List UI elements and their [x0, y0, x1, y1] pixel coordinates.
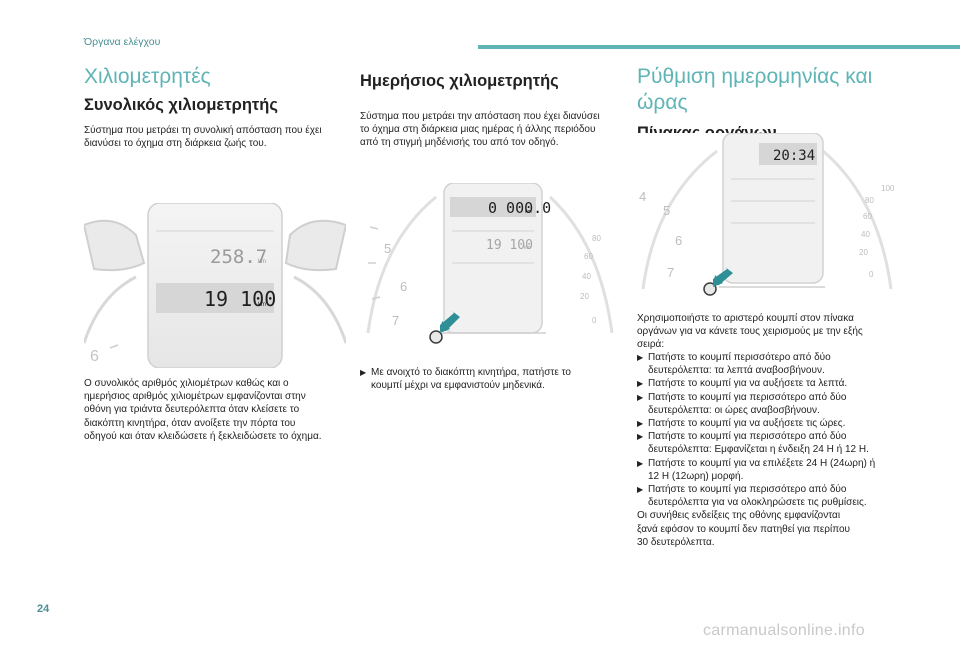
total-unit: km — [258, 302, 266, 308]
gauge-tick-0b: 0 — [869, 270, 874, 279]
dashboard-illustration-total: 258.7 km 19 100 km 6 — [84, 203, 346, 368]
dashboard-illustration-trip: 0 000.0 km 19 100 km 5 6 7 80 60 40 20 0 — [360, 183, 622, 348]
page-title-odometers: Χιλιομετρητές — [84, 65, 211, 88]
reset-button — [429, 330, 443, 344]
gauge-number: 6 — [90, 348, 99, 365]
trip-total-readout: 19 100 — [486, 238, 533, 253]
page-number: 24 — [37, 603, 50, 615]
trip-zero-unit: km — [525, 209, 532, 215]
gauge-tick-100: 100 — [881, 184, 895, 193]
gauge-tick-40b: 40 — [861, 230, 870, 239]
bullet-arrow-icon: ▶ — [637, 485, 644, 495]
clock-readout: 20:34 — [773, 148, 815, 164]
trip-odometer-intro: Σύστημα που μετράει την απόσταση που έχε… — [360, 111, 600, 149]
list-item: ▶Πατήστε το κουμπί για περισσότερο από δ… — [637, 391, 847, 416]
trip-total-unit: km — [524, 245, 531, 251]
gauge-tick-20: 20 — [580, 292, 589, 301]
section-label: Όργανα ελέγχου — [84, 36, 161, 48]
gauge-tick-7: 7 — [392, 313, 399, 328]
list-item: ▶Πατήστε το κουμπί για περισσότερο από δ… — [637, 431, 869, 456]
bullet-arrow-icon: ▶ — [637, 379, 644, 389]
gauge-tick-6b: 6 — [675, 233, 682, 248]
gauge-tick-5b: 5 — [663, 203, 670, 218]
dashboard-illustration-clock: 20:34 4 5 6 7 100 80 60 40 20 0 — [637, 133, 899, 298]
gauge-tick-6: 6 — [400, 279, 407, 294]
gauge-tick-7b: 7 — [667, 265, 674, 280]
gauge-tick-80b: 80 — [865, 196, 874, 205]
total-readout: 19 100 — [204, 287, 276, 311]
bullet-arrow-icon: ▶ — [637, 353, 644, 362]
bullet-arrow-icon: ▶ — [637, 458, 644, 468]
subtitle-total-odometer: Συνολικός χιλιομετρητής — [84, 96, 278, 114]
gauge-tick-60b: 60 — [863, 212, 872, 221]
bullet-arrow-icon: ▶ — [637, 392, 644, 402]
subtitle-trip-odometer: Ημερήσιος χιλιομετρητής — [360, 72, 559, 90]
column-odometers: Χιλιομετρητές Συνολικός χιλιομετρητής Σύ… — [84, 64, 346, 150]
press-arrow-head — [440, 321, 450, 333]
trip-unit: km — [258, 259, 266, 265]
header-bar — [478, 45, 960, 49]
bullet-arrow-icon: ▶ — [637, 419, 644, 429]
clock-outro: Οι συνήθεις ενδείξεις της οθόνης εμφανίζ… — [637, 510, 850, 548]
trip-bullet-list: ▶Με ανοιχτό το διακόπτη κινητήρα, πατήστ… — [360, 366, 622, 392]
trip-readout: 258.7 — [210, 246, 267, 268]
trip-zero-readout: 0 000.0 — [488, 199, 551, 217]
total-odometer-intro: Σύστημα που μετράει τη συνολική απόσταση… — [84, 125, 322, 150]
column-date-time: Ρύθμιση ημερομηνίας και ώρας Πίνακας οργ… — [637, 64, 899, 144]
gauge-tick-40: 40 — [582, 272, 591, 281]
gauge-tick-5: 5 — [384, 241, 391, 256]
column-trip-odometer: Ημερήσιος χιλιομετρητής Σύστημα που μετρ… — [360, 64, 622, 150]
list-item: ▶Πατήστε το κουμπί για να επιλέξετε 24 H… — [637, 457, 876, 482]
list-item: ▶Πατήστε το κουμπί για περισσότερο από δ… — [637, 484, 867, 509]
clock-intro: Χρησιμοποιήστε το αριστερό κουμπί στον π… — [637, 313, 863, 351]
bullet-arrow-icon: ▶ — [637, 432, 644, 442]
bullet-arrow-icon: ▶ — [360, 368, 367, 377]
list-item: ▶Πατήστε το κουμπί για να αυξήσετε τα λε… — [637, 378, 848, 390]
gauge-tick-20b: 20 — [859, 248, 868, 257]
page-title-date-time: Ρύθμιση ημερομηνίας και ώρας — [637, 65, 873, 114]
watermark: carmanualsonline.info — [703, 622, 865, 639]
gauge-tick-4: 4 — [639, 189, 646, 204]
gauge-tick-60: 60 — [584, 252, 593, 261]
gauge-tick-0: 0 — [592, 316, 597, 325]
press-arrow-head-clock — [713, 275, 723, 287]
list-item: ▶Πατήστε το κουμπί για να αυξήσετε τις ώ… — [637, 418, 846, 430]
gauge-tick-80: 80 — [592, 234, 601, 243]
trip-bullet-item: ▶Με ανοιχτό το διακόπτη κινητήρα, πατήστ… — [360, 367, 571, 392]
clock-set-button — [703, 282, 717, 296]
total-odometer-body: Ο συνολικός αριθμός χιλιομέτρων καθώς κα… — [84, 378, 322, 442]
